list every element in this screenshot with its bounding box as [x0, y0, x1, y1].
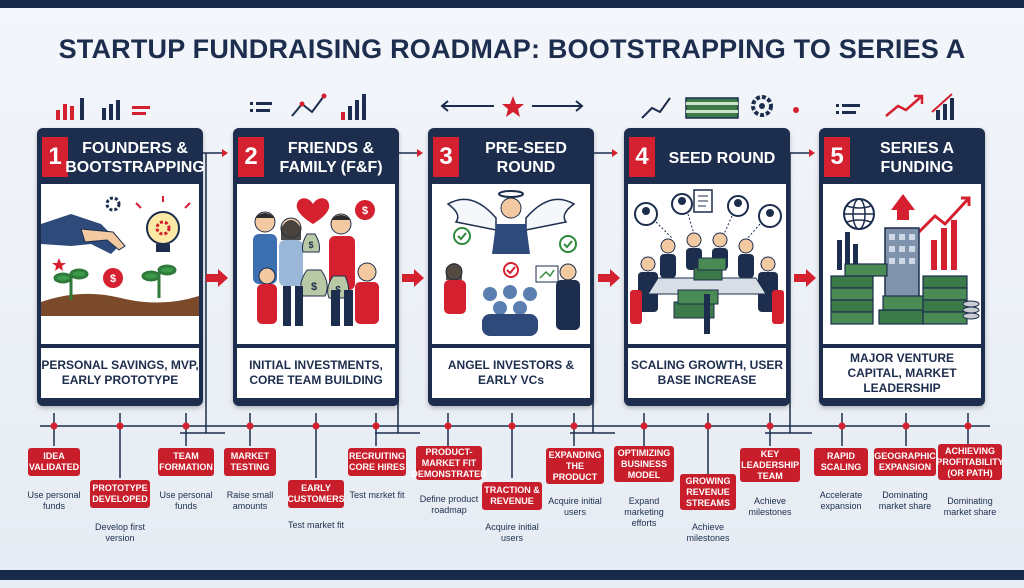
- stage-title: PRE-SEED ROUND: [485, 140, 567, 176]
- milestone-tag: GROWING REVENUE STREAMS: [680, 474, 736, 510]
- milestone-note: Use personal funds: [159, 490, 213, 511]
- stage-title: FOUNDERS & BOOTSTRAPPING: [65, 140, 205, 176]
- stage-description: PERSONAL SAVINGS, MVP, EARLY PROTOTYPE: [41, 348, 199, 398]
- chevron-right-icon: [206, 269, 228, 287]
- svg-text:$: $: [311, 281, 317, 293]
- milestone-note: Acquire initial users: [485, 522, 539, 543]
- milestone-tag: TEAM FORMATION: [158, 448, 214, 476]
- stage-description: INITIAL INVESTMENTS, CORE TEAM BUILDING: [237, 348, 395, 398]
- milestone-note: Accelerate expansion: [819, 490, 863, 511]
- stage-number: 2: [238, 137, 264, 177]
- angel-investor-pitch-icon: [432, 184, 590, 344]
- milestone-note: Achieve milestones: [686, 522, 730, 543]
- family-money-bags-icon: $ $ $ $: [237, 184, 395, 344]
- milestone-note: Expand marketing efforts: [624, 496, 664, 528]
- chevron-right-icon: [794, 269, 816, 287]
- milestone-note: Raise small amounts: [226, 490, 274, 511]
- stage-description: MAJOR VENTURE CAPITAL, MARKET LEADERSHIP: [823, 348, 981, 398]
- milestone-tag: RAPID SCALING: [814, 448, 868, 476]
- page-title: STARTUP FUNDRAISING ROADMAP: BOOTSTRAPPI…: [58, 34, 966, 64]
- stage-card-1: 1 FOUNDERS & BOOTSTRAPPING $ PERSONAL SA…: [37, 128, 205, 406]
- milestone-tag: EXPANDING THE PRODUCT: [546, 448, 604, 484]
- milestone-note: Test market fit: [287, 520, 344, 530]
- chevron-right-icon: [598, 269, 620, 287]
- svg-text:$: $: [362, 205, 368, 217]
- star-arrows-icon: [440, 96, 584, 117]
- stage-title: SEED ROUND: [668, 149, 776, 167]
- milestone-note: Achieve milestones: [748, 496, 792, 517]
- svg-text:$: $: [308, 240, 313, 250]
- milestone-tag: GEOGRAPHIC EXPANSION: [874, 448, 936, 476]
- stage-number: 3: [433, 137, 459, 177]
- milestone-tag: PRODUCT-MARKET FIT DEMONSTRATED: [411, 446, 487, 480]
- milestone-note: Define product roadmap: [419, 494, 479, 515]
- stage-description: ANGEL INVESTORS & EARLY VCs: [432, 348, 590, 398]
- milestone-tag: ACHIEVING PROFITABILITY (OR PATH): [936, 444, 1004, 480]
- stage-card-2: 2 FRIENDS & FAMILY (F&F) $ $ $ $ INIT: [233, 128, 399, 406]
- rising-chart-icon: [836, 93, 954, 120]
- milestone-note: Test mεrket fit: [349, 490, 405, 500]
- milestone-tag: MARKET TESTING: [224, 448, 276, 476]
- stage-card-4: 4 SEED ROUND SCALING GROWTH, USER BASE I…: [624, 128, 790, 406]
- milestone-note: Develop first version: [94, 522, 146, 543]
- stage-card-5: 5 SERIES A FUNDING: [819, 128, 985, 406]
- milestone-note: Dominating market share: [943, 496, 997, 517]
- boardroom-meeting-icon: [628, 184, 786, 344]
- stage-number: 5: [824, 137, 850, 177]
- stage-description: SCALING GROWTH, USER BASE INCREASE: [628, 348, 786, 398]
- connector-lines: [40, 149, 990, 478]
- milestone-tag: PROTOTYPE DEVELOPED: [90, 480, 150, 508]
- money-gear-icon: [641, 95, 799, 119]
- chevron-right-icon: [402, 269, 424, 287]
- stage-title: SERIES A FUNDING: [879, 140, 955, 176]
- milestone-note: Acquire initial users: [548, 496, 602, 517]
- milestone-tag: OPTIMIZING BUSINESS MODEL: [614, 446, 674, 482]
- milestone-tag: EARLY CUSTOMERS: [287, 480, 345, 508]
- cash-stacks-skyscraper-icon: [823, 184, 981, 344]
- bar-chart-icon: [56, 98, 150, 120]
- stage-card-3: 3 PRE-SEED ROUND ANGEL INVESTORS & EARLY…: [428, 128, 594, 406]
- milestone-note: Dominating market share: [878, 490, 932, 511]
- milestone-tag: TRACTION & REVENUE: [482, 482, 542, 510]
- hand-planting-coin-lightbulb-icon: $: [41, 184, 199, 344]
- svg-text:$: $: [110, 273, 116, 285]
- milestone-tag: RECRUITING CORE HIRES: [348, 448, 406, 476]
- milestone-note: Use personal funds: [27, 490, 81, 511]
- growth-chart-icon: [250, 93, 366, 120]
- milestone-tag: KEY LEADERSHIP TEAM: [740, 448, 800, 482]
- stage-number: 1: [42, 137, 68, 177]
- milestone-tag: IDEA VALIDATED: [28, 448, 80, 476]
- stage-title: FRIENDS & FAMILY (F&F): [279, 140, 383, 176]
- stage-number: 4: [629, 137, 655, 177]
